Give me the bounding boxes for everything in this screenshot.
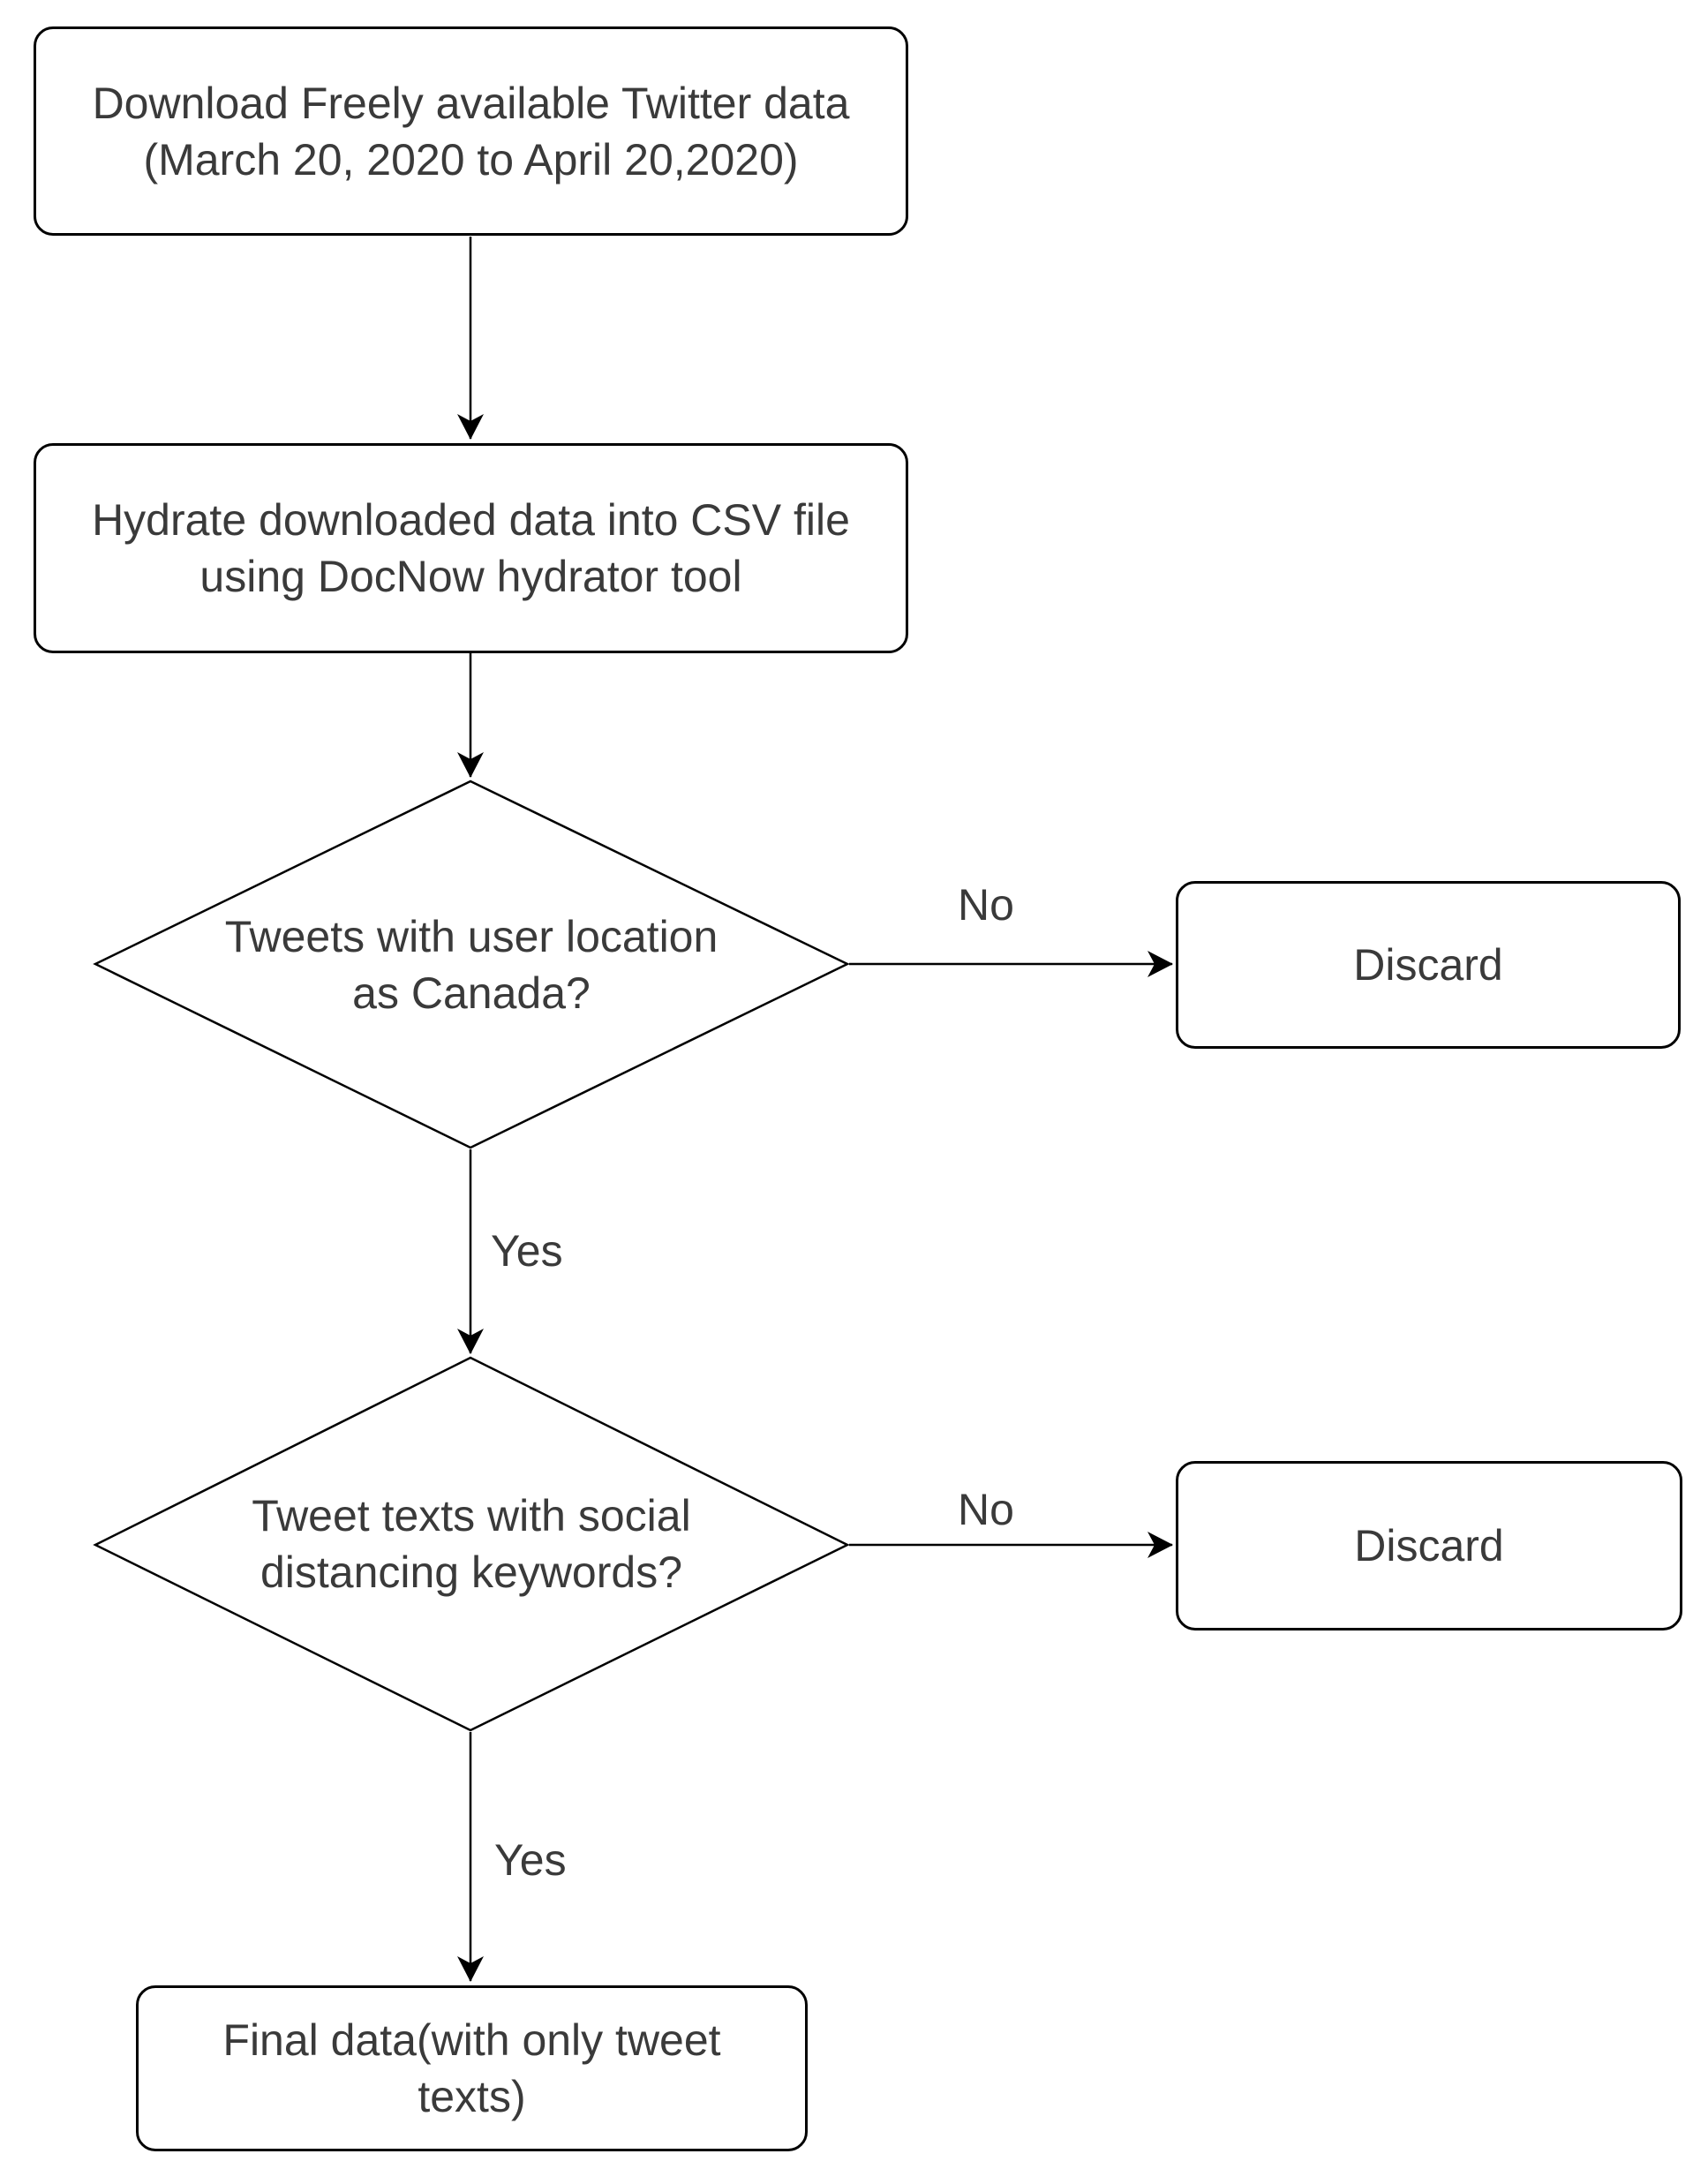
edge-label-keywords-yes: Yes [494,1835,567,1885]
final-data-label: Final data(with only tweet texts) [222,2015,721,2121]
edge-label-keywords-no: No [958,1485,1014,1534]
discard-label-1: Discard [1353,940,1503,990]
discard-box-1: Discard [1176,881,1681,1049]
decision-location-diamond [93,779,850,1149]
download-data-box: Download Freely available Twitter data (… [34,26,908,236]
edge-label-location-yes: Yes [491,1226,563,1276]
download-data-label: Download Freely available Twitter data (… [92,78,850,185]
discard-label-2: Discard [1354,1521,1504,1570]
final-data-box: Final data(with only tweet texts) [136,1985,808,2151]
decision-keywords-diamond [93,1356,850,1732]
hydrate-data-box: Hydrate downloaded data into CSV file us… [34,443,908,653]
discard-box-2: Discard [1176,1461,1682,1630]
edge-label-location-no: No [958,880,1014,930]
hydrate-data-label: Hydrate downloaded data into CSV file us… [92,495,850,601]
